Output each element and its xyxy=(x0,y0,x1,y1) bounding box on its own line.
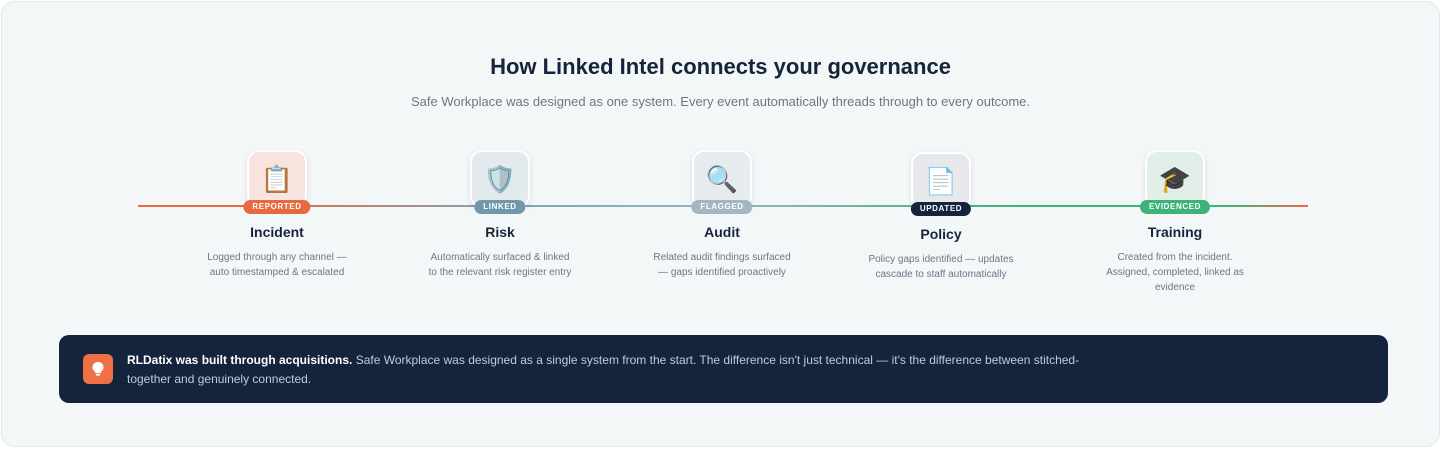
step-audit: 🔍 FLAGGED Audit Related audit findings s… xyxy=(622,150,822,280)
step-description-audit: Related audit findings surfaced — gaps i… xyxy=(653,252,791,278)
step-title-incident: Incident xyxy=(250,224,304,240)
step-title-risk: Risk xyxy=(485,224,515,240)
status-badge-linked: LINKED xyxy=(474,200,526,214)
info-callout: RLDatix was built through acquisitions. … xyxy=(59,335,1388,403)
section-subtitle: Safe Workplace was designed as one syste… xyxy=(410,94,1031,109)
step-training: 🎓 EVIDENCED Training Created from the in… xyxy=(1075,150,1275,295)
status-badge-flagged: FLAGGED xyxy=(691,200,753,214)
callout-message: RLDatix was built through acquisitions. … xyxy=(127,351,1087,389)
step-description-incident: Logged through any channel — auto timest… xyxy=(207,252,347,278)
magnifier-icon: 🔍 FLAGGED xyxy=(691,150,753,214)
step-title-policy: Policy xyxy=(920,226,962,242)
status-badge-updated: UPDATED xyxy=(910,202,972,216)
status-badge-evidenced: EVIDENCED xyxy=(1139,200,1211,214)
lightbulb-icon xyxy=(83,354,113,384)
step-description-policy: Policy gaps identified — updates cascade… xyxy=(868,254,1014,280)
step-incident: 📋 REPORTED Incident Logged through any c… xyxy=(177,150,377,280)
callout-body: Safe Workplace was designed as a single … xyxy=(127,353,1080,386)
clipboard-icon: 📋 REPORTED xyxy=(243,150,311,214)
section-title: How Linked Intel connects your governanc… xyxy=(490,54,951,79)
shield-icon: 🛡️ LINKED xyxy=(470,150,530,214)
step-policy: 📄 UPDATED Policy Policy gaps identified … xyxy=(841,152,1041,282)
step-risk: 🛡️ LINKED Risk Automatically surfaced & … xyxy=(400,150,600,280)
step-description-risk: Automatically surfaced & linked to the r… xyxy=(428,252,572,278)
step-title-training: Training xyxy=(1147,224,1203,240)
lightbulb-icon-glyph xyxy=(92,362,104,376)
status-badge-reported: REPORTED xyxy=(243,200,311,214)
step-description-training: Created from the incident. Assigned, com… xyxy=(1106,252,1244,293)
step-title-audit: Audit xyxy=(704,224,740,240)
document-icon: 📄 UPDATED xyxy=(910,152,972,216)
callout-headline: RLDatix was built through acquisitions. xyxy=(127,353,353,367)
graduation-cap-icon: 🎓 EVIDENCED xyxy=(1139,150,1211,214)
